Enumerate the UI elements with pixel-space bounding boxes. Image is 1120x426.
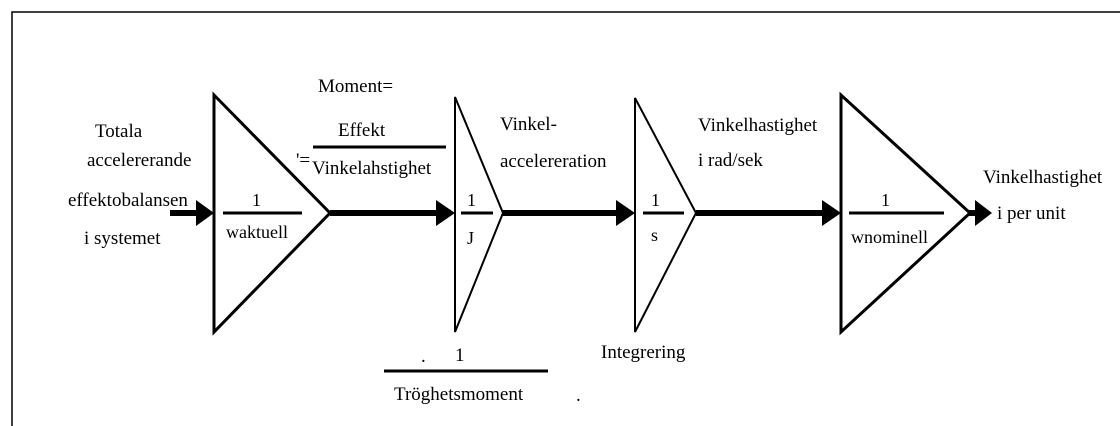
gain-block-4: 1 wnominell [839,91,973,336]
inertia-denominator: Tröghetsmoment [394,384,524,405]
speed-label-line1: Vinkelhastighet [698,115,818,136]
integration-label: Integrering [601,342,686,363]
accel-label-line2: accelereration [500,151,607,172]
block4-numerator: 1 [881,190,890,210]
connector-arrow-3 [696,200,841,226]
moment-numerator: Effekt [338,120,386,141]
input-label-line3: effektobalansen [68,190,188,211]
frame-border [11,11,1120,426]
input-arrow [170,200,214,226]
gain-block-1: 1 waktuell [212,91,333,336]
inertia-mark-left: . [421,346,426,367]
output-label-line1: Vinkelhastighet [983,167,1103,188]
input-label-line1: Totala [95,121,143,142]
inertia-mark-right: . [576,385,581,406]
block3-denominator: s [651,225,658,245]
connector-arrow-1 [330,200,455,226]
block2-denominator: J [467,228,474,248]
block4-denominator: wnominell [851,227,928,247]
output-arrow [968,200,992,226]
speed-label-line2: i rad/sek [698,150,763,171]
accel-label-line1: Vinkel- [500,114,557,135]
input-label-line2: accelererande [87,150,191,171]
block1-denominator: waktuell [226,222,288,242]
moment-prefix: '= [296,150,310,171]
output-label-line2: i per unit [997,203,1066,224]
moment-denominator: Vinkelahstighet [312,158,432,179]
moment-title: Moment= [318,76,393,97]
input-label-line4: i systemet [84,228,161,249]
gain-block-2: 1 J [454,96,505,333]
block3-numerator: 1 [651,190,660,210]
integrator-block: 1 s [634,97,698,333]
block1-numerator: 1 [252,190,261,210]
connector-arrow-2 [503,200,635,226]
inertia-numerator: 1 [455,345,465,366]
block2-numerator: 1 [467,190,476,210]
